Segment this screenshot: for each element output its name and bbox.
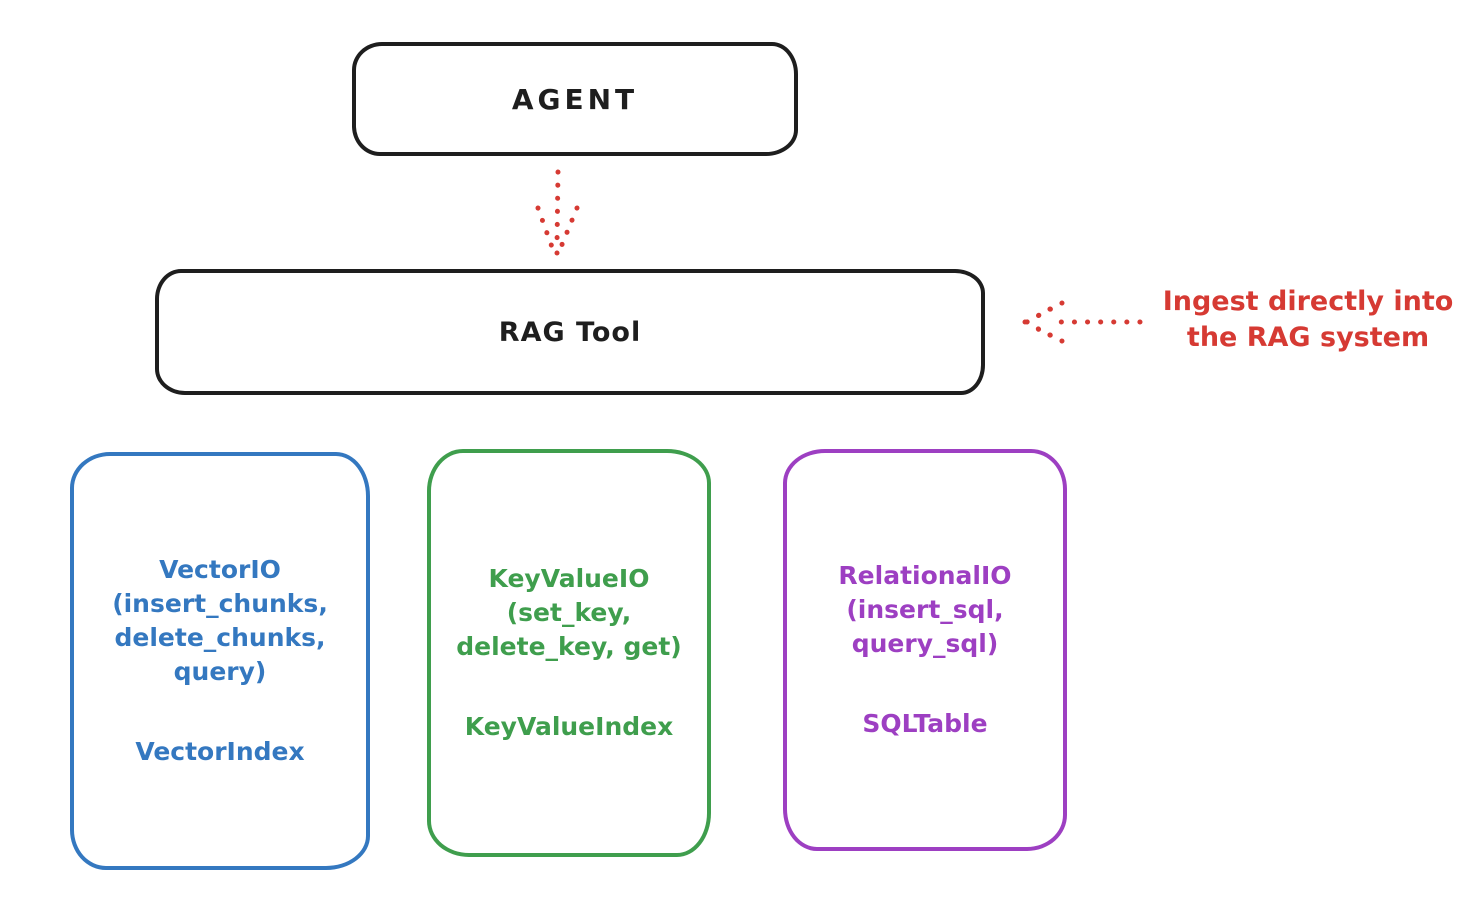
store-node-vector-io: VectorIO (insert_chunks, delete_chunks, … [70, 452, 370, 870]
agent-node: AGENT [352, 42, 798, 156]
rag-tool-node-label: RAG Tool [498, 316, 642, 348]
store-keyvalue-io-methods: KeyValueIO (set_key, delete_key, get) [456, 564, 682, 661]
store-relational-io-methods: RelationalIO (insert_sql, query_sql) [838, 561, 1012, 658]
arrow-down-icon [535, 169, 580, 256]
store-vector-io-index: VectorIndex [135, 737, 305, 766]
store-keyvalue-io-index: KeyValueIndex [464, 712, 674, 741]
agent-node-label: AGENT [511, 82, 639, 116]
store-node-relational-io: RelationalIO (insert_sql, query_sql) SQL… [783, 449, 1067, 851]
store-vector-io-methods: VectorIO (insert_chunks, delete_chunks, … [112, 555, 328, 686]
rag-tool-node: RAG Tool [155, 269, 985, 395]
store-node-keyvalue-io: KeyValueIO (set_key, delete_key, get) Ke… [427, 449, 711, 857]
ingest-annotation: Ingest directly into the RAG system [1162, 286, 1454, 353]
store-relational-io-index: SQLTable [862, 709, 988, 738]
arrow-left-icon [1022, 300, 1143, 344]
